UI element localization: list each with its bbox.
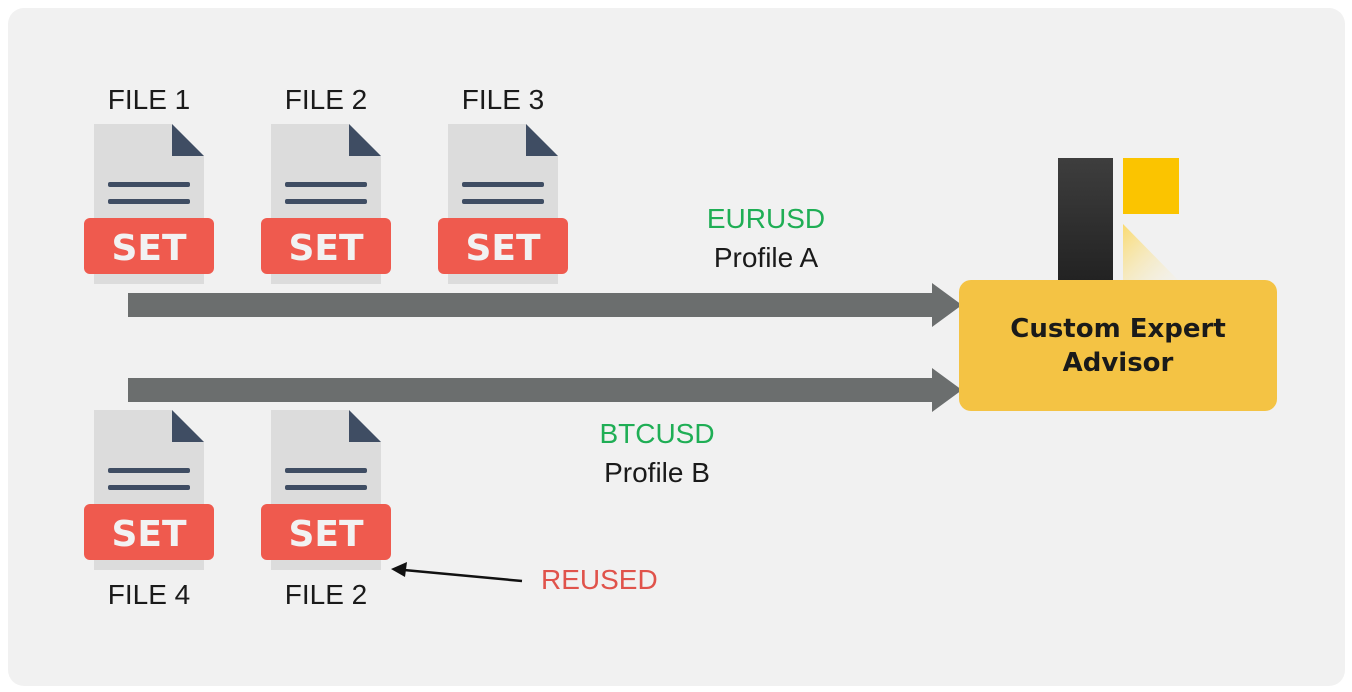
set-file-icon-3: SET bbox=[438, 124, 568, 284]
file-label-2: FILE 2 bbox=[284, 84, 368, 115]
file-label-4: FILE 4 bbox=[107, 579, 191, 610]
arrow-profile-a bbox=[128, 283, 962, 327]
set-badge-1: SET bbox=[111, 228, 187, 269]
set-file-icon-2-reused: SET bbox=[261, 410, 391, 570]
set-file-icon-4: SET bbox=[84, 410, 214, 570]
ea-title-line-1: Custom Expert bbox=[1010, 313, 1226, 344]
arrow-profile-b bbox=[128, 368, 962, 412]
ea-title-line-2: Advisor bbox=[1062, 347, 1174, 378]
file-label-3: FILE 3 bbox=[461, 84, 545, 115]
profile-a-name: Profile A bbox=[713, 242, 819, 273]
set-badge-4: SET bbox=[111, 514, 187, 555]
reused-label: REUSED bbox=[541, 564, 658, 595]
set-badge-2-reused: SET bbox=[288, 514, 364, 555]
set-badge-3: SET bbox=[465, 228, 541, 269]
brand-logo-icon bbox=[1058, 158, 1179, 282]
set-file-icon-1: SET bbox=[84, 124, 214, 284]
profile-a-symbol: EURUSD bbox=[706, 203, 826, 234]
reused-pointer-head bbox=[391, 562, 407, 577]
reused-pointer-line bbox=[403, 568, 523, 583]
set-badge-2: SET bbox=[288, 228, 364, 269]
file-label-1: FILE 1 bbox=[107, 84, 191, 115]
set-file-icon-2: SET bbox=[261, 124, 391, 284]
file-label-2-reused: FILE 2 bbox=[284, 579, 368, 610]
profile-b-symbol: BTCUSD bbox=[599, 418, 715, 449]
profile-b-name: Profile B bbox=[604, 457, 710, 488]
custom-expert-advisor-box: Custom Expert Advisor bbox=[959, 280, 1277, 411]
